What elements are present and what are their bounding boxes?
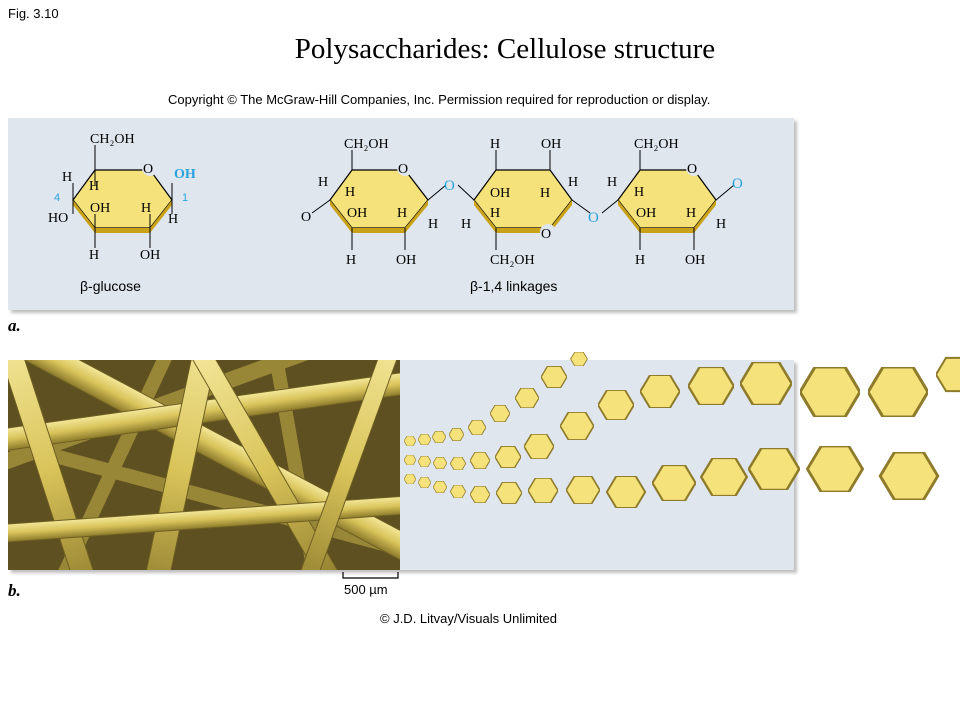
ring2-h3: H: [461, 217, 471, 232]
ring1-o-left: O: [301, 210, 311, 225]
ring2-h1: H: [540, 186, 550, 201]
panel-a-label: a.: [8, 316, 21, 335]
ring2-oh: OH: [490, 186, 510, 201]
beta-glucose-structure: CH₂OH O OH 4 1 H H HO OH H H H OH β-gluc…: [48, 132, 196, 294]
ring3-oh: OH: [636, 206, 656, 221]
glucose-ring-oxygen: O: [143, 162, 153, 177]
glucose-caption: β-glucose: [80, 278, 141, 294]
carbon-4-number: 4: [54, 192, 60, 204]
ring3-h-bottom: H: [635, 253, 645, 268]
glucose-h-c1: H: [168, 212, 178, 227]
ring2-h2: H: [568, 175, 578, 190]
scale-bar: [342, 572, 399, 579]
photo-credit: © J.D. Litvay/Visuals Unlimited: [380, 611, 557, 626]
copyright-notice: Copyright © The McGraw-Hill Companies, I…: [168, 92, 711, 107]
beta-1-4-linkage-structure: CH₂OH O H H O OH H H H OH O H OH OH H H …: [301, 137, 743, 294]
ring3-h3: H: [686, 206, 696, 221]
ring1-oh-bottom: OH: [396, 253, 416, 268]
ring1-h1: H: [318, 175, 328, 190]
glucose-h-c3: H: [89, 248, 99, 263]
ring3-oh-bottom: OH: [685, 253, 705, 268]
glucose-ho-c4: HO: [48, 211, 68, 226]
glucose-oh-c3: OH: [90, 201, 110, 216]
glucose-h-c5: H: [89, 179, 99, 194]
ring1-ch2oh: CH₂OH: [344, 137, 389, 152]
ring2-h-top: H: [490, 137, 500, 152]
figure-number: Fig. 3.10: [8, 6, 59, 21]
ring2-ch2oh: CH₂OH: [490, 253, 535, 268]
ring3-h4: H: [716, 217, 726, 232]
cellulose-chain-top: [404, 352, 960, 446]
panel-b-label: b.: [8, 581, 21, 600]
linkage-caption: β-1,4 linkages: [470, 278, 557, 294]
ring1-h3: H: [397, 206, 407, 221]
scale-bar-label: 500 µm: [344, 582, 388, 597]
glucose-ch2oh-label: CH₂OH: [90, 132, 135, 147]
ring1-h4: H: [428, 217, 438, 232]
ring3-oxygen: O: [687, 162, 697, 177]
glucose-h-c4-top: H: [62, 170, 72, 185]
ring2-h4: H: [490, 206, 500, 221]
sem-micrograph: [8, 360, 400, 570]
glucose-oh-c2: OH: [140, 248, 160, 263]
ring3-o-right: O: [732, 176, 743, 192]
ring1-h-bottom: H: [346, 253, 356, 268]
ring3-h2: H: [634, 185, 644, 200]
ring2-oxygen: O: [541, 227, 551, 242]
sem-fibers-image: [8, 360, 400, 570]
glucose-h-c2: H: [141, 201, 151, 216]
ring3-h1: H: [607, 175, 617, 190]
page-title: Polysaccharides: Cellulose structure: [294, 33, 716, 65]
ring1-oxygen: O: [398, 162, 408, 177]
ring1-oh: OH: [347, 206, 367, 221]
glucose-c1-hydroxyl: OH: [174, 167, 196, 182]
glycosidic-oxygen-2: O: [588, 210, 599, 226]
ring1-h2: H: [345, 185, 355, 200]
ring2-oh-top: OH: [541, 137, 561, 152]
carbon-1-number: 1: [182, 192, 188, 204]
ring3-ch2oh: CH₂OH: [634, 137, 679, 152]
glycosidic-oxygen-1: O: [444, 178, 455, 194]
cellulose-chains: [404, 352, 960, 508]
